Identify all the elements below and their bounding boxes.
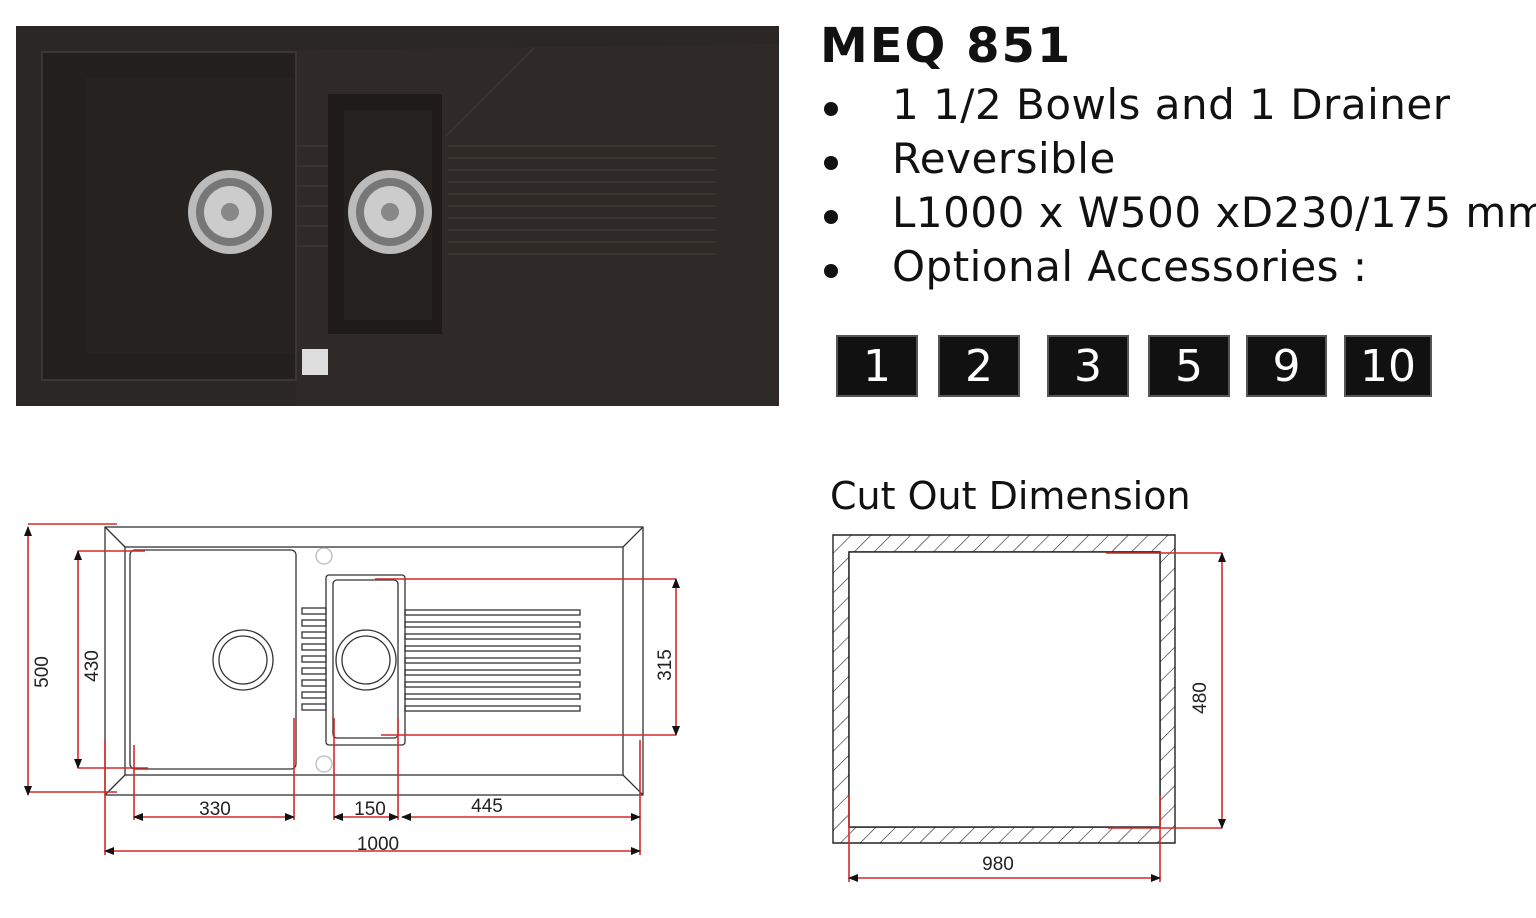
feature-list: 1 1/2 Bowls and 1 Drainer Reversible L10… <box>820 78 1536 294</box>
accessory-badge: 9 <box>1246 335 1327 397</box>
drain-icon <box>188 170 272 254</box>
accessory-badge: 5 <box>1148 335 1230 397</box>
sink-photo <box>16 26 779 406</box>
feature-item: 1 1/2 Bowls and 1 Drainer <box>820 78 1536 132</box>
overflow-icon <box>302 349 328 375</box>
drain-icon <box>348 170 432 254</box>
dim-small-bowl-width: 150 <box>354 799 386 820</box>
dim-drainer-width: 445 <box>471 796 503 817</box>
accessory-badge: 10 <box>1344 335 1432 397</box>
cutout-depth: 480 <box>1190 682 1211 714</box>
cutout-title: Cut Out Dimension <box>830 474 1191 518</box>
cutout-width: 980 <box>982 854 1014 875</box>
dimension-lines <box>24 523 680 855</box>
feature-item: Optional Accessories : <box>820 240 1536 294</box>
sink-outline-drawing <box>104 526 644 796</box>
drainer-ribs <box>301 607 581 712</box>
drainer-grooves <box>296 145 716 255</box>
cutout-drawing <box>832 534 1176 844</box>
dim-overall-width: 1000 <box>357 834 399 855</box>
dim-overall-depth: 500 <box>32 656 53 688</box>
accessory-badge: 1 <box>836 335 918 397</box>
dim-big-bowl-width: 330 <box>199 799 231 820</box>
product-title: MEQ 851 <box>820 18 1073 74</box>
dim-small-bowl-depth: 315 <box>655 649 676 681</box>
feature-item: L1000 x W500 xD230/175 mm <box>820 186 1536 240</box>
dim-big-bowl-depth: 430 <box>82 650 103 682</box>
accessory-badge: 3 <box>1047 335 1129 397</box>
feature-item: Reversible <box>820 132 1536 186</box>
accessory-badge: 2 <box>938 335 1020 397</box>
